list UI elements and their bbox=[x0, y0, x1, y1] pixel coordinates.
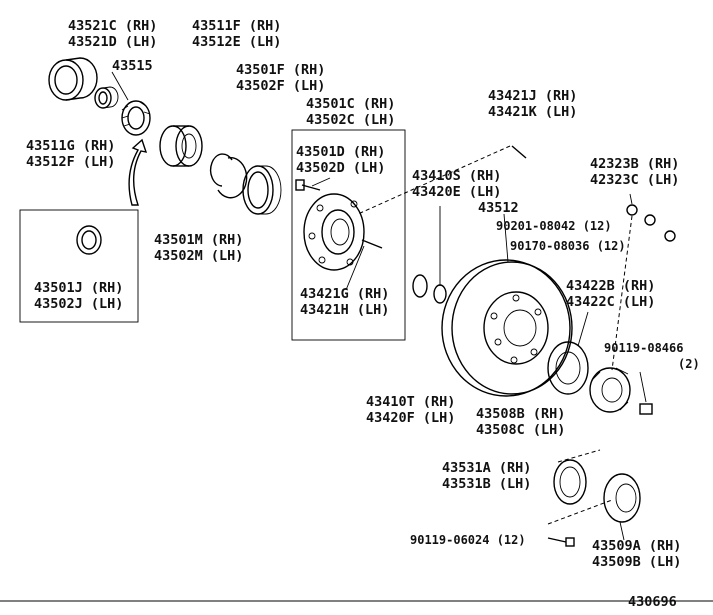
oil-seal-drawing bbox=[48, 57, 98, 101]
label-43421k: 43421K (LH) bbox=[488, 104, 577, 120]
label-43502c: 43502C (LH) bbox=[306, 112, 395, 128]
label-43509a: 43509A (RH) bbox=[592, 538, 681, 554]
bolt-drawing bbox=[295, 179, 321, 191]
label-43410t: 43410T (RH) bbox=[366, 394, 455, 410]
nuts-drawing bbox=[611, 193, 676, 371]
bolt-90119-06024-drawing bbox=[547, 499, 613, 547]
label-43508b: 43508B (RH) bbox=[476, 406, 565, 422]
label-43521d: 43521D (LH) bbox=[68, 34, 157, 50]
label-43421g: 43421G (RH) bbox=[300, 286, 389, 302]
label-90119-06024: 90119-06024 (12) bbox=[410, 533, 526, 547]
label-43511f: 43511F (RH) bbox=[192, 18, 281, 34]
label-43421h: 43421H (LH) bbox=[300, 302, 389, 318]
inset-arrow bbox=[128, 138, 148, 206]
washer-43501j-drawing bbox=[76, 225, 102, 255]
gasket-drawing bbox=[547, 311, 589, 395]
label-90201: 90201-08042 (12) bbox=[496, 219, 612, 233]
snap-ring-drawing bbox=[209, 153, 248, 199]
label-43410s: 43410S (RH) bbox=[412, 168, 501, 184]
label-43420e: 43420E (LH) bbox=[412, 184, 501, 200]
bearing-drawing bbox=[121, 100, 151, 136]
label-90119-08466-qty: (2) bbox=[678, 357, 700, 371]
ring-43410s-drawing bbox=[433, 206, 447, 304]
label-43515: 43515 bbox=[112, 58, 153, 74]
hub-bolt-drawing bbox=[357, 145, 527, 215]
label-43509b: 43509B (LH) bbox=[592, 554, 681, 570]
bolt-90119-08466-drawing bbox=[639, 371, 653, 415]
label-43422b: 43422B (RH) bbox=[566, 278, 655, 294]
label-43502m: 43502M (LH) bbox=[154, 248, 243, 264]
label-43422c: 43422C (LH) bbox=[566, 294, 655, 310]
label-43420f: 43420F (LH) bbox=[366, 410, 455, 426]
label-43502j: 43502J (LH) bbox=[34, 296, 123, 312]
label-43502d: 43502D (LH) bbox=[296, 160, 385, 176]
label-43501f: 43501F (RH) bbox=[236, 62, 325, 78]
leader-43421g bbox=[345, 245, 365, 291]
label-43421j: 43421J (RH) bbox=[488, 88, 577, 104]
hub-cover-drawing bbox=[603, 473, 641, 541]
label-43512: 43512 bbox=[478, 200, 519, 216]
brake-disc-drawing bbox=[441, 213, 573, 397]
leader-43501d bbox=[311, 177, 331, 187]
label-43511g: 43511G (RH) bbox=[26, 138, 115, 154]
ring-43410t-drawing bbox=[412, 274, 428, 298]
label-43521c: 43521C (RH) bbox=[68, 18, 157, 34]
label-42323c: 42323C (LH) bbox=[590, 172, 679, 188]
label-43501c: 43501C (RH) bbox=[306, 96, 395, 112]
hub-group-box bbox=[291, 129, 406, 341]
label-43531a: 43531A (RH) bbox=[442, 460, 531, 476]
hub-flange-drawing bbox=[303, 193, 383, 271]
label-43502f: 43502F (LH) bbox=[236, 78, 325, 94]
hub-bearing-drawing bbox=[159, 125, 203, 167]
label-43531b: 43531B (LH) bbox=[442, 476, 531, 492]
label-42323b: 42323B (RH) bbox=[590, 156, 679, 172]
bearing-race-drawing bbox=[242, 165, 282, 215]
label-43501d: 43501D (RH) bbox=[296, 144, 385, 160]
label-90170: 90170-08036 (12) bbox=[510, 239, 626, 253]
label-43501j: 43501J (RH) bbox=[34, 280, 123, 296]
label-43508c: 43508C (LH) bbox=[476, 422, 565, 438]
label-43512f: 43512F (LH) bbox=[26, 154, 115, 170]
label-43501m: 43501M (RH) bbox=[154, 232, 243, 248]
gasket-43531a-drawing bbox=[553, 449, 601, 505]
label-43512e: 43512E (LH) bbox=[192, 34, 281, 50]
locking-hub-drawing bbox=[589, 367, 631, 413]
leader-43515 bbox=[111, 71, 129, 101]
inset-box-43501j bbox=[19, 209, 139, 323]
label-90119-08466: 90119-08466 bbox=[604, 341, 683, 355]
spacer-drawing bbox=[94, 86, 119, 109]
diagram-id: 430696 bbox=[628, 594, 677, 610]
